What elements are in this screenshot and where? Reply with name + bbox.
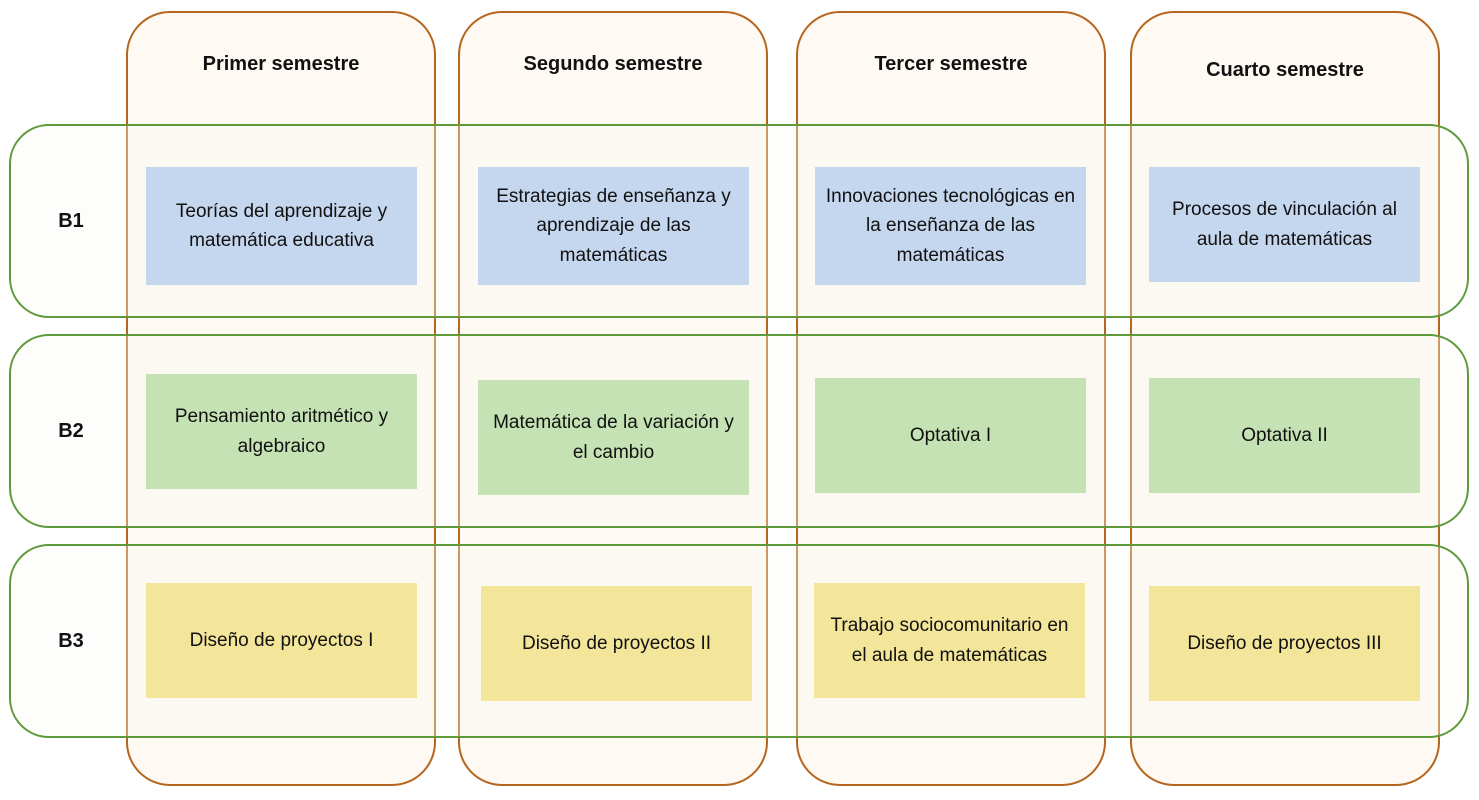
course-box: Procesos de vinculación al aula de matem…: [1149, 167, 1420, 282]
course-box: Innovaciones tecnológicas en la enseñanz…: [815, 167, 1086, 285]
course-box: Diseño de proyectos III: [1149, 586, 1420, 701]
course-box: Diseño de proyectos II: [481, 586, 752, 701]
semester-title: Tercer semestre: [874, 53, 1028, 75]
block-label: B2: [58, 419, 84, 442]
course-box: Trabajo sociocomunitario en el aula de m…: [814, 583, 1085, 698]
course-box: Diseño de proyectos I: [146, 583, 417, 698]
semester-title: Primer semestre: [202, 53, 360, 75]
semester-title: Segundo semestre: [523, 53, 703, 75]
course-box: Teorías del aprendizaje y matemática edu…: [146, 167, 417, 285]
block-label: B1: [58, 209, 84, 232]
semester-title: Cuarto semestre: [1206, 59, 1364, 81]
course-box: Optativa I: [815, 378, 1086, 493]
block-label: B3: [58, 629, 84, 652]
course-box: Matemática de la variación y el cambio: [478, 380, 749, 495]
course-box: Pensamiento aritmético y algebraico: [146, 374, 417, 489]
course-box: Estrategias de enseñanza y aprendizaje d…: [478, 167, 749, 285]
course-box: Optativa II: [1149, 378, 1420, 493]
